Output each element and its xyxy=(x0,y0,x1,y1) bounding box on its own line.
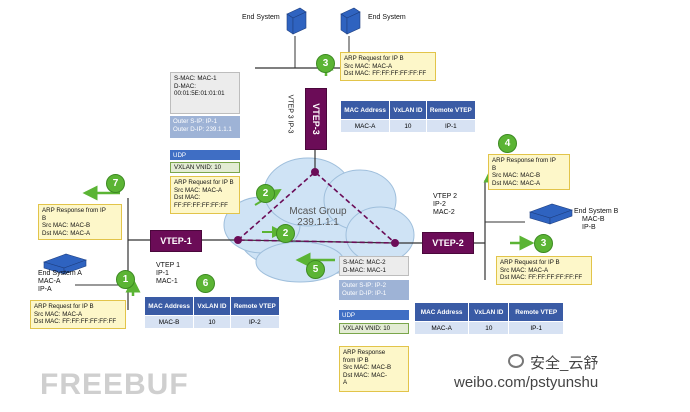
mac-table-vtep2: MAC Address VxLAN ID Remote VTEP MAC-A 1… xyxy=(413,302,564,335)
step-6-badge: 6 xyxy=(196,274,215,293)
note-arp-response-b: ARP Response from IP B Src MAC: MAC-B Ds… xyxy=(488,154,570,191)
table-row: MAC-B 10 IP-2 xyxy=(143,315,281,329)
end-system-a-label: End System A MAC-A IP-A xyxy=(38,270,82,293)
weibo-icon xyxy=(508,354,524,368)
note-arp-request-b: ARP Request for IP B Src MAC: MAC-A Dst … xyxy=(496,256,592,285)
table-header: VxLAN ID xyxy=(468,302,510,322)
vtep-1-details: VTEP 1 IP-1 MAC-1 xyxy=(156,262,180,285)
vtep-3-box: VTEP-3 xyxy=(305,88,327,150)
vtep-2-details: VTEP 2 IP-2 MAC-2 xyxy=(433,193,457,216)
mcast-group-label: Mcast Group 239.1.1.1 xyxy=(289,206,347,228)
table-header: MAC Address xyxy=(339,100,391,120)
encap-left-header: S-MAC: MAC-1 D-MAC: 00:01:5E:01:01:01 xyxy=(170,72,240,114)
weibo-url: weibo.com/pstyunshu xyxy=(454,374,599,391)
step-2a-badge: 2 xyxy=(256,184,275,203)
step-3-right-badge: 3 xyxy=(534,234,553,253)
mac-table-vtep3: MAC Address VxLAN ID Remote VTEP MAC-A 1… xyxy=(339,100,477,133)
table-header: MAC Address xyxy=(413,302,470,322)
note-arp-request-a: ARP Request for IP B Src MAC: MAC-A Dst … xyxy=(30,300,126,329)
end-system-b-icon xyxy=(529,203,573,225)
weibo-name: 安全_云舒 xyxy=(530,355,599,372)
step-5-badge: 5 xyxy=(306,260,325,279)
encap-left-vxlan: VXLAN VNID: 10 xyxy=(170,162,240,173)
vtep-1-box: VTEP-1 xyxy=(150,230,202,252)
table-header: MAC Address xyxy=(143,296,195,316)
table-header: Remote VTEP xyxy=(508,302,564,322)
table-header: Remote VTEP xyxy=(425,100,477,120)
table-row: MAC-A 10 IP-1 xyxy=(413,321,564,335)
end-system-top-right-label: End System xyxy=(368,14,406,21)
note-arp-request-top: ARP Request for IP B Src MAC: MAC-A Dst … xyxy=(340,52,436,81)
encap-right-outer-ip: Outer S-IP: IP-2 Outer D-IP: IP-1 xyxy=(339,280,409,300)
end-system-top-right-icon xyxy=(340,7,361,35)
encap-right-udp: UDP xyxy=(339,310,409,320)
encap-left-inner: ARP Request for IP B Src MAC: MAC-A Dst … xyxy=(170,176,240,214)
table-row: MAC-A 10 IP-1 xyxy=(339,119,477,133)
end-system-a-icon xyxy=(43,253,87,275)
encap-left-udp: UDP xyxy=(170,150,240,160)
encap-right-inner: ARP Response from IP B Src MAC: MAC-B Ds… xyxy=(339,346,409,392)
freebuf-watermark: FREEBUF xyxy=(40,368,189,401)
mac-table-vtep1: MAC Address VxLAN ID Remote VTEP MAC-B 1… xyxy=(143,296,281,329)
end-system-top-left-label: End System xyxy=(242,14,280,21)
encap-right-vxlan: VXLAN VNID: 10 xyxy=(339,323,409,334)
end-system-top-left-icon xyxy=(286,7,307,35)
step-2b-badge: 2 xyxy=(276,224,295,243)
table-header: VxLAN ID xyxy=(193,296,231,316)
note-arp-response-left: ARP Response from IP B Src MAC: MAC-B Ds… xyxy=(38,204,122,241)
vtep-3-details: VTEP 3 IP-3 xyxy=(286,94,294,134)
encap-left-outer-ip: Outer S-IP: IP-1 Outer D-IP: 239.1.1.1 xyxy=(170,116,240,138)
step-1-badge: 1 xyxy=(116,270,135,289)
step-3-top-badge: 3 xyxy=(316,54,335,73)
step-4-badge: 4 xyxy=(498,134,517,153)
end-system-b-label: End System B MAC-B IP-B xyxy=(574,208,619,231)
table-header: VxLAN ID xyxy=(389,100,427,120)
step-7-badge: 7 xyxy=(106,174,125,193)
table-header: Remote VTEP xyxy=(229,296,281,316)
vtep-2-box: VTEP-2 xyxy=(422,232,474,254)
encap-right-header: S-MAC: MAC-2 D-MAC: MAC-1 xyxy=(339,256,409,276)
